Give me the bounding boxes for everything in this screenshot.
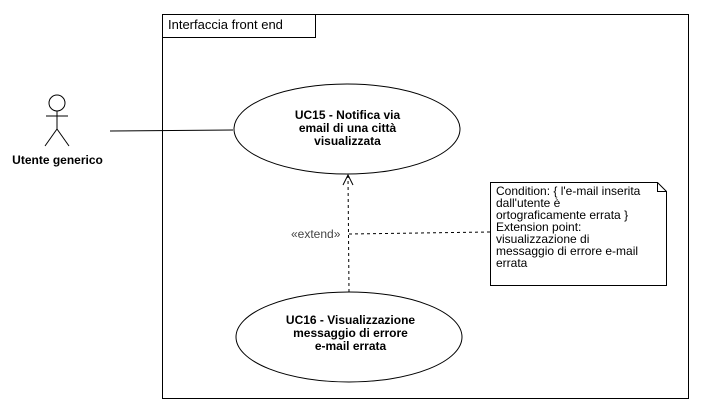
actor-stick-figure — [44, 94, 70, 147]
actor-name: Utente generico — [12, 153, 103, 167]
use-case-uc15-label: UC15 - Notifica via email di una città v… — [265, 109, 430, 148]
system-title: Interfaccia front end — [168, 17, 283, 32]
uc15-line-1: UC15 - Notifica via — [294, 108, 401, 122]
use-case-uc15[interactable] — [233, 83, 461, 175]
note-line-2: dall'utente è — [496, 196, 561, 210]
note-line-1: Condition: { l'e-mail inserita — [496, 184, 641, 198]
note-box — [490, 182, 667, 286]
association-line — [109, 129, 234, 132]
note-line-3: ortograficamente errata } — [496, 208, 629, 222]
extend-dependency-line — [347, 175, 350, 293]
note-line-4: Extension point: — [496, 220, 582, 234]
uc15-line-3: visualizzata — [314, 134, 381, 148]
system-title-tab — [162, 14, 316, 38]
note-line-6: messaggio di errore e-mail — [496, 244, 639, 258]
note-line-5: visualizzazione di — [496, 232, 590, 246]
actor-right-leg — [56, 128, 70, 147]
uc15-line-2: email di una città — [298, 121, 397, 135]
use-case-uc16-label: UC16 - Visualizzazione messaggio di erro… — [268, 314, 433, 353]
note-text: Condition: { l'e-mail inserita dall'uten… — [496, 185, 671, 269]
uc16-line-2: messaggio di errore — [293, 326, 408, 340]
uc16-line-1: UC16 - Visualizzazione — [285, 313, 416, 327]
note-line-7: errata — [496, 256, 528, 270]
uc16-line-3: e-mail errata — [314, 339, 387, 353]
extend-arrowhead — [342, 173, 354, 186]
note-fold — [657, 182, 667, 192]
actor-head — [48, 94, 66, 112]
actor-left-leg — [44, 128, 58, 147]
extend-stereotype-label: «extend» — [290, 227, 342, 241]
